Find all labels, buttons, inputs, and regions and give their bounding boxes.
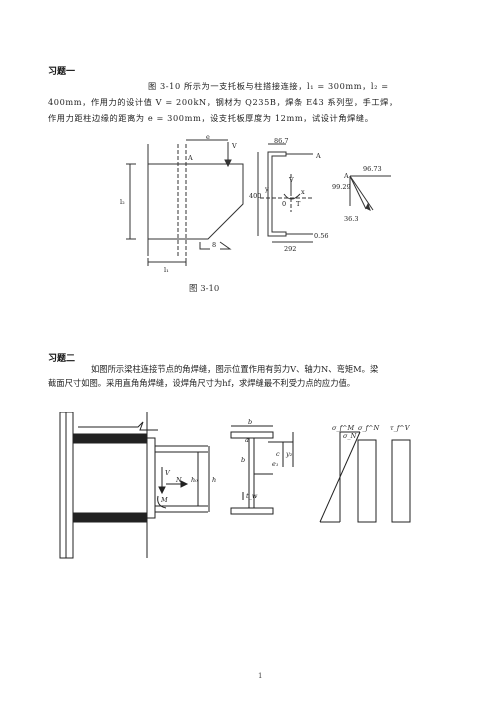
svg-text:T: T xyxy=(296,200,301,208)
svg-text:h₀: h₀ xyxy=(191,476,198,484)
figure-beam-column: V N M h₀ h b a b c e₁ y₂ t_w σ_f^M σ_N σ… xyxy=(59,412,411,559)
svg-text:e₁: e₁ xyxy=(272,460,278,468)
svg-text:t_w: t_w xyxy=(246,492,258,500)
section-bottom-flange xyxy=(230,507,274,515)
svg-text:8: 8 xyxy=(212,241,216,249)
normal-stress-block xyxy=(357,439,377,523)
exercise2-text-line2: 截面尺寸如图。采用直角角焊缝，设焊角尺寸为hf，求焊缝最不利受力点的应力值。 xyxy=(48,378,356,388)
svg-text:A: A xyxy=(187,154,193,162)
svg-text:τ_f^V: τ_f^V xyxy=(390,424,411,432)
svg-text:l₁: l₁ xyxy=(164,266,169,274)
bracket-plate xyxy=(147,163,244,240)
shear-stress-block xyxy=(391,439,411,523)
figure-3-10: e V A l₂ l₁ 8 86.7 400 292 0.56 A y x V … xyxy=(120,134,391,274)
svg-text:b: b xyxy=(248,418,252,426)
svg-text:A: A xyxy=(343,172,349,180)
beam-top-flange xyxy=(72,433,148,444)
svg-text:292: 292 xyxy=(284,245,296,253)
exercise1-text-line2: 400mm，作用力的设计值 V = 200kN，钢材为 Q235B，焊条 E43… xyxy=(48,97,398,107)
svg-text:36.3: 36.3 xyxy=(344,215,358,223)
svg-text:M: M xyxy=(160,496,168,504)
svg-text:a: a xyxy=(245,436,249,444)
svg-text:σ_f^M: σ_f^M xyxy=(332,424,355,432)
svg-text:V: V xyxy=(165,469,171,477)
beam-bottom-flange xyxy=(72,512,148,523)
exercise1-text-line1: 图 3-10 所示为一支托板与柱搭接连接，l₁ = 300mm，l₂ = xyxy=(148,81,389,91)
svg-text:y: y xyxy=(264,185,269,193)
exercise1-text-line3: 作用力距柱边缘的距离为 e = 300mm，设支托板厚度为 12mm，试设计角焊… xyxy=(48,113,374,123)
section-top-flange xyxy=(230,431,274,439)
svg-text:b: b xyxy=(241,456,245,464)
svg-text:σ_f^N: σ_f^N xyxy=(358,424,380,432)
exercise2-text-line1: 如图所示梁柱连接节点的角焊缝，图示位置作用有剪力V、轴力N、弯矩M。梁 xyxy=(91,364,379,374)
svg-text:400: 400 xyxy=(249,192,261,200)
weld-outline xyxy=(267,151,287,237)
svg-text:h: h xyxy=(212,476,216,484)
svg-text:96.73: 96.73 xyxy=(363,165,382,173)
svg-text:0: 0 xyxy=(282,200,286,208)
svg-text:e: e xyxy=(206,134,210,141)
exercise1-heading: 习题一 xyxy=(48,67,76,77)
exercise2-heading: 习题二 xyxy=(48,354,76,364)
svg-text:V: V xyxy=(231,142,237,150)
svg-text:V: V xyxy=(288,176,294,184)
page-number: 1 xyxy=(258,672,263,680)
svg-text:0.56: 0.56 xyxy=(314,232,328,240)
svg-text:x: x xyxy=(301,188,305,196)
svg-text:y₂: y₂ xyxy=(285,450,293,458)
svg-text:A: A xyxy=(315,152,321,160)
figure-caption: 图 3-10 xyxy=(189,284,220,294)
svg-text:N: N xyxy=(175,476,182,484)
svg-text:σ_N: σ_N xyxy=(343,432,357,440)
svg-text:c: c xyxy=(276,450,280,458)
svg-text:l₂: l₂ xyxy=(120,198,125,206)
svg-text:86.7: 86.7 xyxy=(274,137,288,145)
svg-text:99.29: 99.29 xyxy=(332,183,351,191)
